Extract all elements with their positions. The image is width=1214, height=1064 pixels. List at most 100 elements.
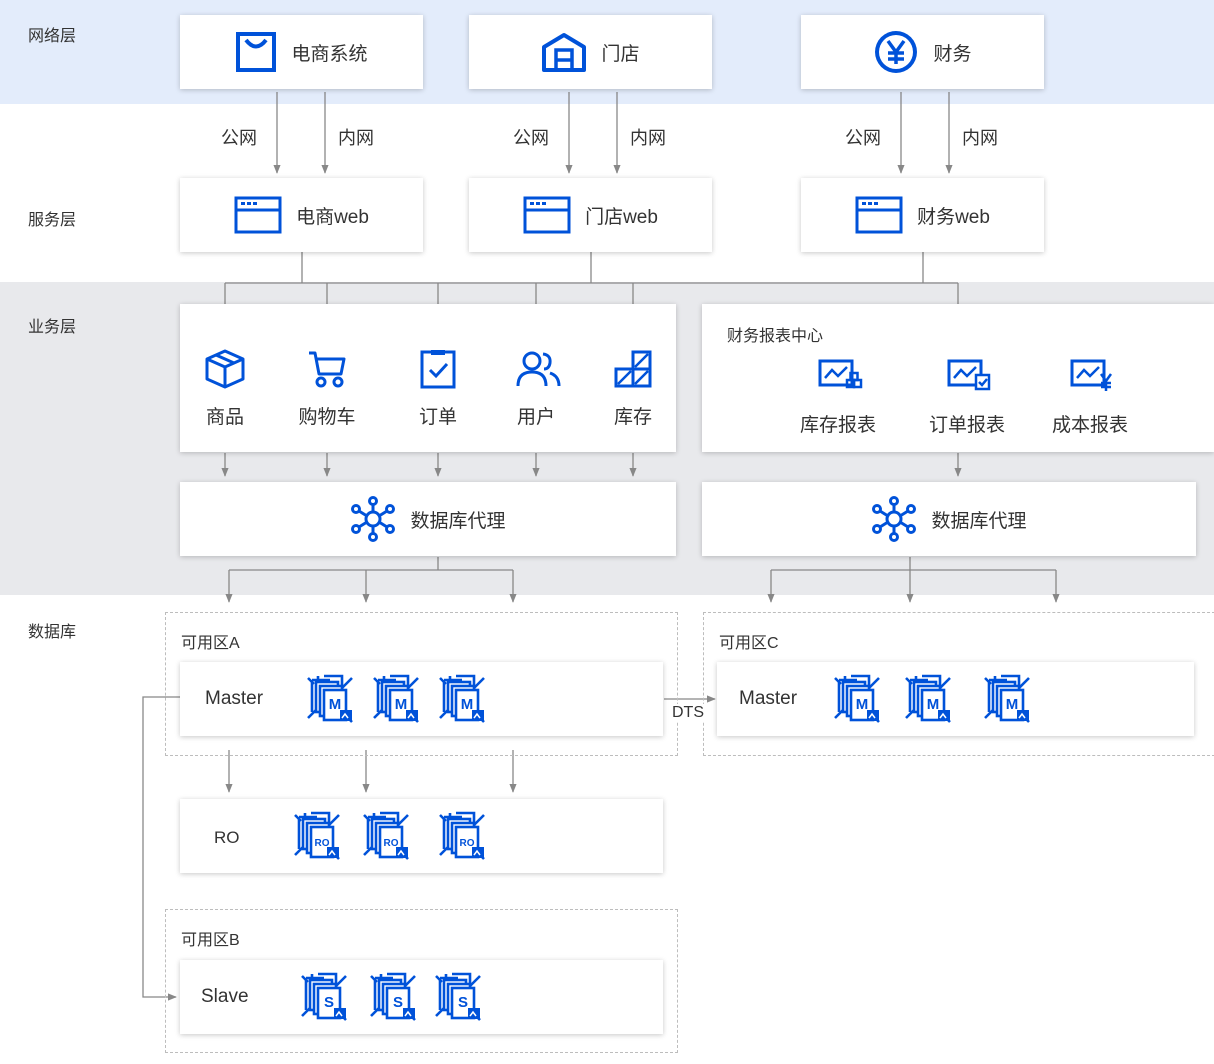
report-cost: 成本报表 [1045,356,1135,437]
finance-web-card: 财务web [801,178,1044,252]
module-label: 订单 [418,407,457,428]
report-order: 订单报表 [922,356,1012,437]
report-label: 订单报表 [928,415,1005,436]
zone-a [165,612,678,756]
internal-link-label: 内网 [962,128,998,148]
slave-label: Slave [201,986,249,1007]
module-label: 用户 [516,407,555,428]
instance-badge-text: M [329,696,342,713]
module-product: 商品 [180,348,270,429]
database-server-icon: M [434,672,490,726]
instance-badge-text: M [1006,696,1019,713]
database-server-icon: M [829,672,885,726]
module-label: 商品 [205,407,244,428]
module-label: 购物车 [298,407,356,428]
zone-c-title: 可用区C [719,635,779,652]
public-link-label: 公网 [845,128,881,148]
db-proxy-label: 数据库代理 [931,510,1027,532]
instance-badge-text: M [395,696,408,713]
instance-badge-text: RO [315,838,330,849]
zone-b-title: 可用区B [181,932,240,949]
instance-badge-text: M [461,696,474,713]
internal-link-label: 内网 [630,128,666,148]
store-icon [541,31,587,73]
db-proxy-label: 数据库代理 [410,510,506,532]
shopping-cart-icon [306,348,348,390]
module-user: 用户 [491,348,581,429]
finance-web-label: 财务web [917,206,990,228]
finance-report-center-panel [702,304,1214,452]
order-report-icon [946,356,991,398]
instance-badge-text: S [458,994,468,1011]
db-proxy-left: 数据库代理 [180,482,676,556]
database-server-icon: RO [289,809,345,863]
database-server-icon: S [430,970,486,1024]
instance-badge-text: RO [460,838,475,849]
business-modules-panel [180,304,676,452]
module-label: 库存 [613,407,652,428]
inventory-report-icon [817,356,863,398]
database-server-icon: S [365,970,421,1024]
database-server-icon: RO [358,809,414,863]
master-a-label: Master [205,688,264,709]
zone-c [703,612,1214,756]
finance-label: 财务 [933,43,972,65]
browser-window-icon [523,196,571,234]
instance-badge-text: S [393,994,403,1011]
business-layer-label: 业务层 [28,319,77,336]
report-label: 库存报表 [799,415,876,436]
ecommerce-system-label: 电商系统 [291,43,368,65]
instance-badge-text: M [927,696,940,713]
master-c-label: Master [739,688,798,709]
zone-a-title: 可用区A [181,635,240,652]
ro-label: RO [214,828,240,847]
zone-b [165,909,678,1053]
database-server-icon: RO [434,809,490,863]
order-clipboard-icon [417,348,459,390]
finance-card: 财务 [801,15,1044,89]
master-a-card [180,662,663,736]
store-web-label: 门店web [585,206,658,228]
users-icon [515,348,561,390]
ro-card [180,799,663,873]
browser-window-icon [855,196,903,234]
master-c-card [717,662,1194,736]
database-server-icon: M [979,672,1035,726]
internal-link-label: 内网 [338,128,374,148]
store-web-card: 门店web [469,178,712,252]
database-layer-label: 数据库 [28,624,77,641]
database-server-icon: S [296,970,352,1024]
inventory-stack-icon [612,348,654,390]
module-inventory: 库存 [588,348,678,429]
network-layer-label: 网络层 [28,28,77,45]
module-order: 订单 [393,348,483,429]
database-server-icon: M [900,672,956,726]
browser-window-icon [234,196,282,234]
shopping-bag-icon [235,31,277,73]
ecommerce-web-card: 电商web [180,178,423,252]
ecommerce-web-label: 电商web [296,206,369,228]
database-server-icon: M [302,672,358,726]
yen-coin-icon [873,29,919,75]
ecommerce-system-card: 电商系统 [180,15,423,89]
store-label: 门店 [601,43,640,65]
public-link-label: 公网 [513,128,549,148]
dts-label: DTS [672,704,704,722]
module-cart: 购物车 [282,348,372,429]
slave-card [180,960,663,1034]
network-hub-icon [350,496,396,542]
cost-report-icon [1069,356,1113,398]
service-layer-label: 服务层 [28,212,77,229]
report-center-title: 财务报表中心 [727,328,824,345]
instance-badge-text: S [324,994,334,1011]
package-box-icon [204,348,246,390]
report-inventory: 库存报表 [793,356,883,437]
instance-badge-text: M [856,696,869,713]
network-hub-icon [871,496,917,542]
store-card: 门店 [469,15,712,89]
database-server-icon: M [368,672,424,726]
db-proxy-right: 数据库代理 [702,482,1196,556]
report-label: 成本报表 [1051,415,1128,436]
instance-badge-text: RO [384,838,399,849]
public-link-label: 公网 [221,128,257,148]
